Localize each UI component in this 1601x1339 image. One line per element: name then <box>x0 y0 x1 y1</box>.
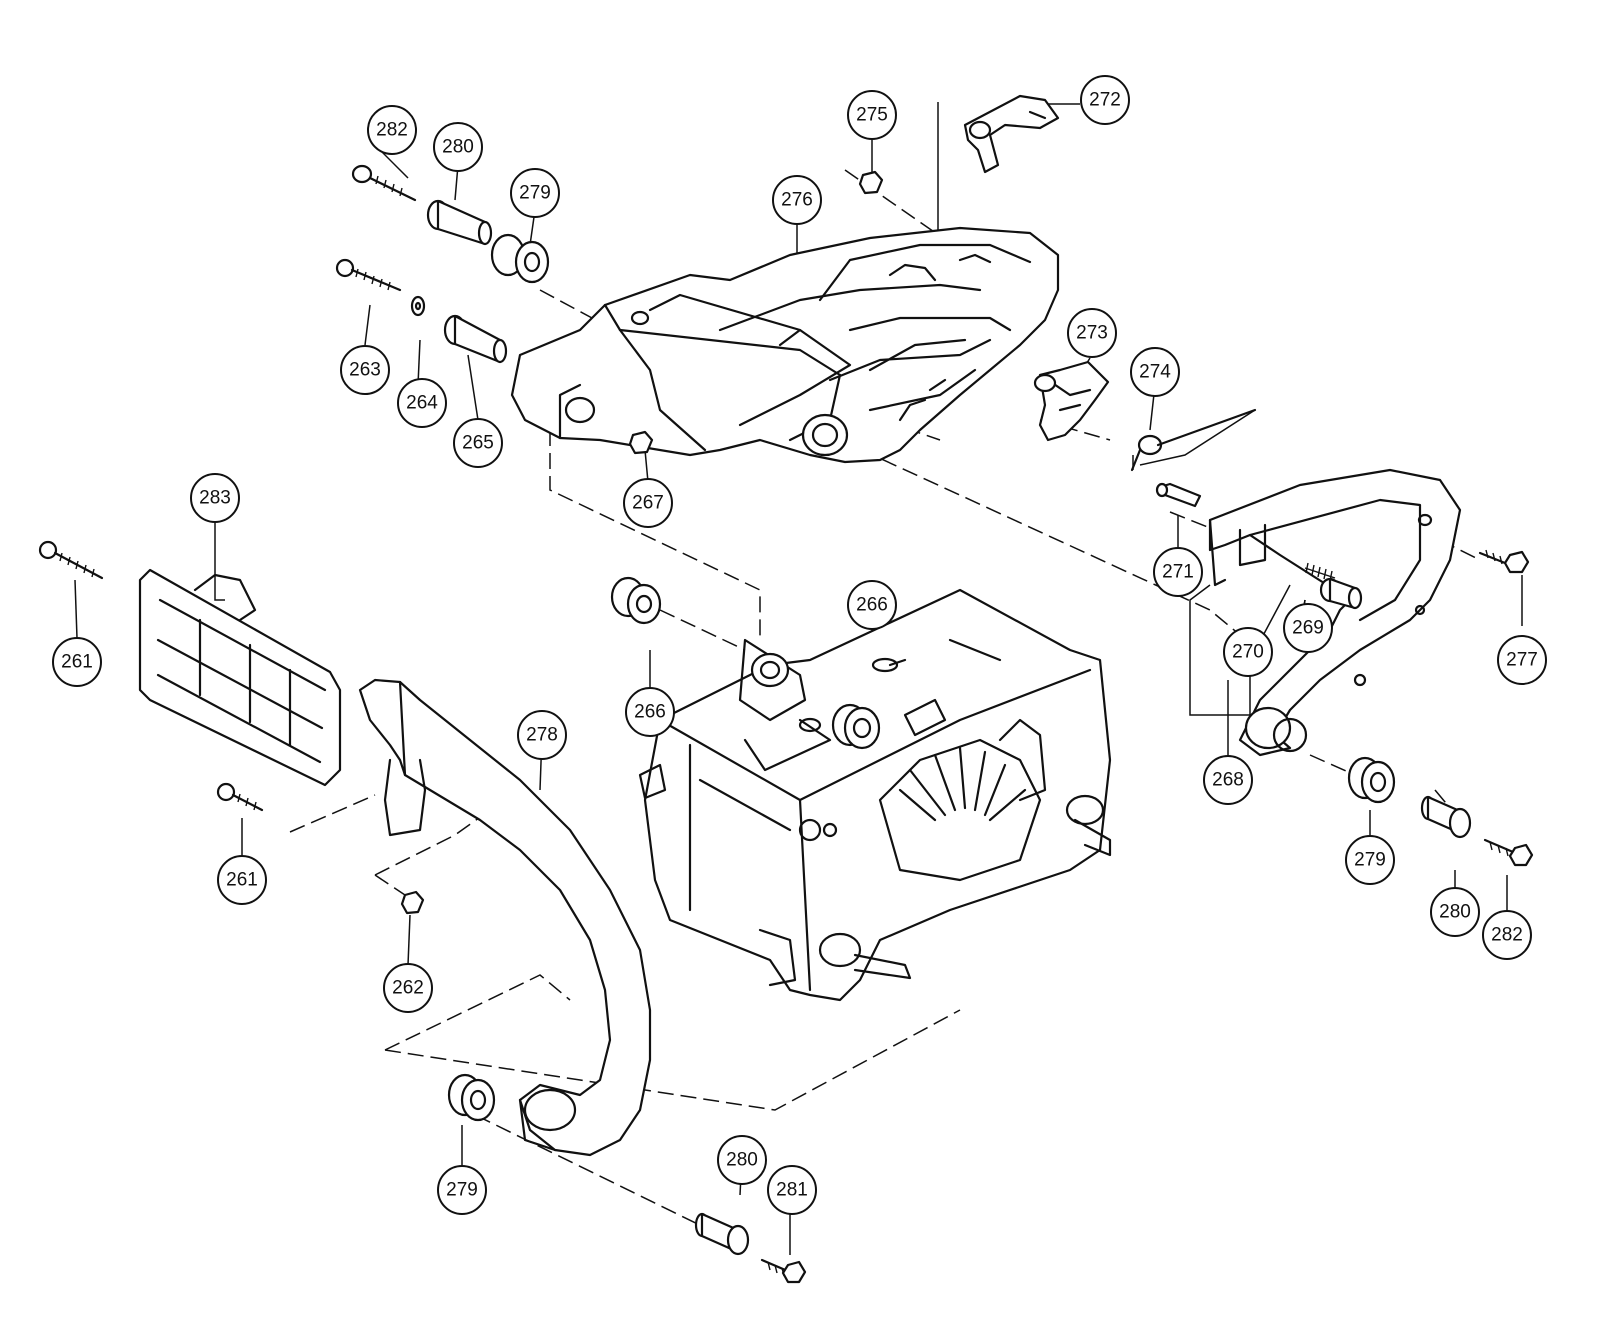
svg-text:280: 280 <box>442 137 474 158</box>
callout-282-right[interactable]: 282 <box>1482 910 1532 960</box>
nut-275 <box>858 170 884 195</box>
svg-text:267: 267 <box>632 493 664 514</box>
svg-text:279: 279 <box>1354 850 1386 871</box>
callout-279-bottom[interactable]: 279 <box>437 1165 487 1215</box>
rear-handle-housing <box>510 226 1060 464</box>
nut-262 <box>400 890 425 915</box>
svg-text:279: 279 <box>446 1180 478 1201</box>
collar-280-right <box>1420 795 1472 839</box>
svg-text:266: 266 <box>634 702 666 723</box>
callout-280-right[interactable]: 280 <box>1430 887 1480 937</box>
screw-282-top <box>351 164 417 202</box>
callout-283[interactable]: 283 <box>190 473 240 523</box>
svg-text:265: 265 <box>462 433 494 454</box>
callout-279-top[interactable]: 279 <box>510 168 560 218</box>
svg-text:275: 275 <box>856 105 888 126</box>
callout-265[interactable]: 265 <box>453 418 503 468</box>
callout-269[interactable]: 269 <box>1283 603 1333 653</box>
svg-text:273: 273 <box>1076 323 1108 344</box>
svg-text:268: 268 <box>1212 770 1244 791</box>
svg-text:261: 261 <box>61 652 93 673</box>
screw-261-left <box>38 540 104 580</box>
callout-268[interactable]: 268 <box>1203 755 1253 805</box>
svg-text:277: 277 <box>1506 650 1538 671</box>
callout-267[interactable]: 267 <box>623 478 673 528</box>
svg-text:262: 262 <box>392 978 424 999</box>
callout-280-bottom[interactable]: 280 <box>717 1135 767 1185</box>
callout-272[interactable]: 272 <box>1080 75 1130 125</box>
callout-266-left[interactable]: 266 <box>625 687 675 737</box>
callout-266-right[interactable]: 266 <box>847 580 897 630</box>
callouts: 282 280 279 276 275 272 263 264 265 267 … <box>52 75 1547 1215</box>
isolator-266-right <box>831 703 881 750</box>
sleeve-269 <box>1319 577 1363 610</box>
svg-text:271: 271 <box>1162 562 1194 583</box>
engine-crankcase <box>638 588 1112 1002</box>
callout-274[interactable]: 274 <box>1130 347 1180 397</box>
screw-282-right <box>1483 838 1534 867</box>
callout-281[interactable]: 281 <box>767 1165 817 1215</box>
callout-279-right[interactable]: 279 <box>1345 835 1395 885</box>
spring-270 <box>1304 562 1336 582</box>
svg-text:280: 280 <box>726 1150 758 1171</box>
screw-261-mid <box>216 782 264 812</box>
svg-text:283: 283 <box>199 488 231 509</box>
svg-text:280: 280 <box>1439 902 1471 923</box>
callout-261-mid[interactable]: 261 <box>217 855 267 905</box>
bushing-279-right <box>1347 756 1396 804</box>
bushing-279-bottom <box>447 1073 496 1122</box>
callout-261-left[interactable]: 261 <box>52 637 102 687</box>
svg-text:266: 266 <box>856 595 888 616</box>
collar-280-bottom <box>694 1212 750 1256</box>
callout-276[interactable]: 276 <box>772 175 822 225</box>
bolt-263 <box>335 258 402 292</box>
svg-text:263: 263 <box>349 360 381 381</box>
callout-273[interactable]: 273 <box>1067 308 1117 358</box>
callout-263[interactable]: 263 <box>340 345 390 395</box>
pin-271 <box>1155 482 1202 508</box>
svg-text:282: 282 <box>376 120 408 141</box>
washer-264 <box>410 295 426 317</box>
svg-text:282: 282 <box>1491 925 1523 946</box>
callout-270[interactable]: 270 <box>1223 627 1273 677</box>
svg-text:272: 272 <box>1089 90 1121 111</box>
collar-280-top <box>426 199 493 246</box>
callout-262[interactable]: 262 <box>383 963 433 1013</box>
svg-text:269: 269 <box>1292 618 1324 639</box>
callout-275[interactable]: 275 <box>847 90 897 140</box>
svg-text:281: 281 <box>776 1180 808 1201</box>
svg-text:264: 264 <box>406 393 438 414</box>
callout-280-top[interactable]: 280 <box>433 122 483 172</box>
throttle-trigger <box>1033 360 1110 442</box>
trigger-spring <box>1130 408 1257 472</box>
callout-278[interactable]: 278 <box>517 710 567 760</box>
guard-plate-283 <box>138 568 342 787</box>
bushing-279-top <box>490 233 550 284</box>
throttle-lockout <box>963 94 1060 174</box>
svg-text:278: 278 <box>526 725 558 746</box>
isolator-266-left <box>610 576 662 625</box>
handle-bracket-268 <box>1208 468 1462 757</box>
callout-277[interactable]: 277 <box>1497 635 1547 685</box>
screw-281 <box>760 1258 807 1284</box>
svg-text:276: 276 <box>781 190 813 211</box>
screw-277 <box>1478 549 1530 574</box>
svg-text:270: 270 <box>1232 642 1264 663</box>
collar-265 <box>443 314 508 364</box>
svg-text:261: 261 <box>226 870 258 891</box>
svg-text:274: 274 <box>1139 362 1171 383</box>
callout-271[interactable]: 271 <box>1153 547 1203 597</box>
nut-267 <box>628 430 654 455</box>
front-handle-278 <box>358 678 652 1157</box>
callout-264[interactable]: 264 <box>397 378 447 428</box>
callout-282-top[interactable]: 282 <box>367 105 417 155</box>
svg-text:279: 279 <box>519 183 551 204</box>
